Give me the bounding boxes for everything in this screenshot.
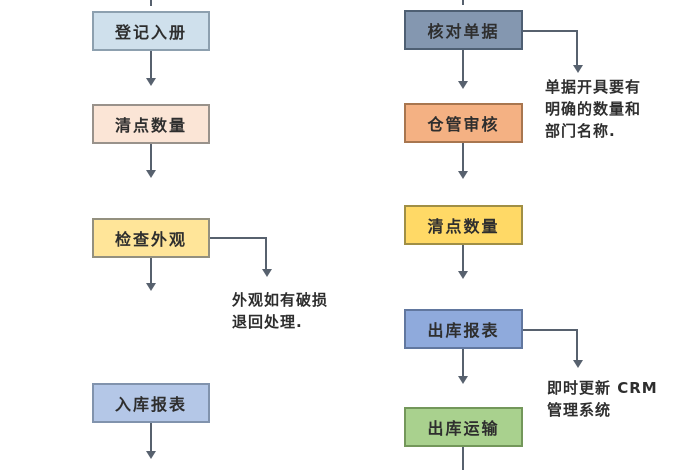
arrow-count-to-outbound-report-line bbox=[462, 245, 464, 272]
note-crm-update-line-2: 管理系统 bbox=[547, 401, 612, 419]
arrow-verify-to-review-line bbox=[462, 50, 464, 82]
arrow-verify-to-review-head bbox=[458, 81, 468, 89]
node-verify-documents: 核对单据 bbox=[404, 10, 523, 50]
arrow-count-to-inspect-line bbox=[150, 144, 152, 171]
arrow-inspect-to-report-line bbox=[150, 258, 152, 284]
arrow-count-to-inspect-head bbox=[146, 170, 156, 178]
note-crm-update-line-1: 即时更新 CRM bbox=[547, 379, 658, 397]
connector-report-to-crm-vertical bbox=[576, 329, 578, 361]
incoming-connector-stub-left bbox=[150, 0, 152, 6]
connector-verify-to-note-vertical bbox=[576, 30, 578, 66]
connector-inspect-to-note-horizontal bbox=[210, 237, 267, 239]
node-count-quantity-outbound: 清点数量 bbox=[404, 205, 523, 245]
outgoing-connector-stub-transport bbox=[462, 447, 464, 470]
connector-verify-to-note-horizontal bbox=[523, 30, 578, 32]
node-outbound-transport: 出库运输 bbox=[404, 407, 523, 447]
note-damage-return-line-1: 外观如有破损 bbox=[232, 291, 329, 309]
connector-inspect-to-note-vertical bbox=[265, 237, 267, 270]
note-document-requirements: 单据开具要有 明确的数量和 部门名称. bbox=[545, 76, 641, 142]
arrow-review-to-count-line bbox=[462, 143, 464, 172]
note-damage-return-line-2: 退回处理. bbox=[232, 313, 303, 331]
arrow-report-to-transport-line bbox=[462, 349, 464, 377]
note-document-requirements-line-1: 单据开具要有 bbox=[545, 78, 642, 96]
arrow-register-to-count-line bbox=[150, 51, 152, 79]
node-warehouse-review: 仓管审核 bbox=[404, 103, 523, 143]
arrow-review-to-count-head bbox=[458, 171, 468, 179]
arrow-inbound-report-out-head bbox=[146, 451, 156, 459]
connector-verify-to-note-head bbox=[573, 65, 583, 73]
connector-inspect-to-note-head bbox=[262, 269, 272, 277]
note-crm-update: 即时更新 CRM 管理系统 bbox=[547, 377, 658, 421]
arrow-report-to-transport-head bbox=[458, 376, 468, 384]
node-outbound-report: 出库报表 bbox=[404, 309, 523, 349]
arrow-inbound-report-out-line bbox=[150, 423, 152, 452]
node-count-quantity-inbound: 清点数量 bbox=[92, 104, 210, 144]
node-register-entry: 登记入册 bbox=[92, 11, 210, 51]
node-inbound-report: 入库报表 bbox=[92, 383, 210, 423]
connector-report-to-crm-horizontal bbox=[523, 329, 578, 331]
note-document-requirements-line-3: 部门名称. bbox=[545, 122, 616, 140]
note-damage-return: 外观如有破损 退回处理. bbox=[232, 289, 328, 333]
node-inspect-appearance: 检查外观 bbox=[92, 218, 210, 258]
note-document-requirements-line-2: 明确的数量和 bbox=[545, 100, 642, 118]
arrow-register-to-count-head bbox=[146, 78, 156, 86]
arrow-inspect-to-report-head bbox=[146, 283, 156, 291]
arrow-count-to-outbound-report-head bbox=[458, 271, 468, 279]
incoming-connector-stub-right bbox=[462, 0, 464, 5]
connector-report-to-crm-head bbox=[573, 360, 583, 368]
